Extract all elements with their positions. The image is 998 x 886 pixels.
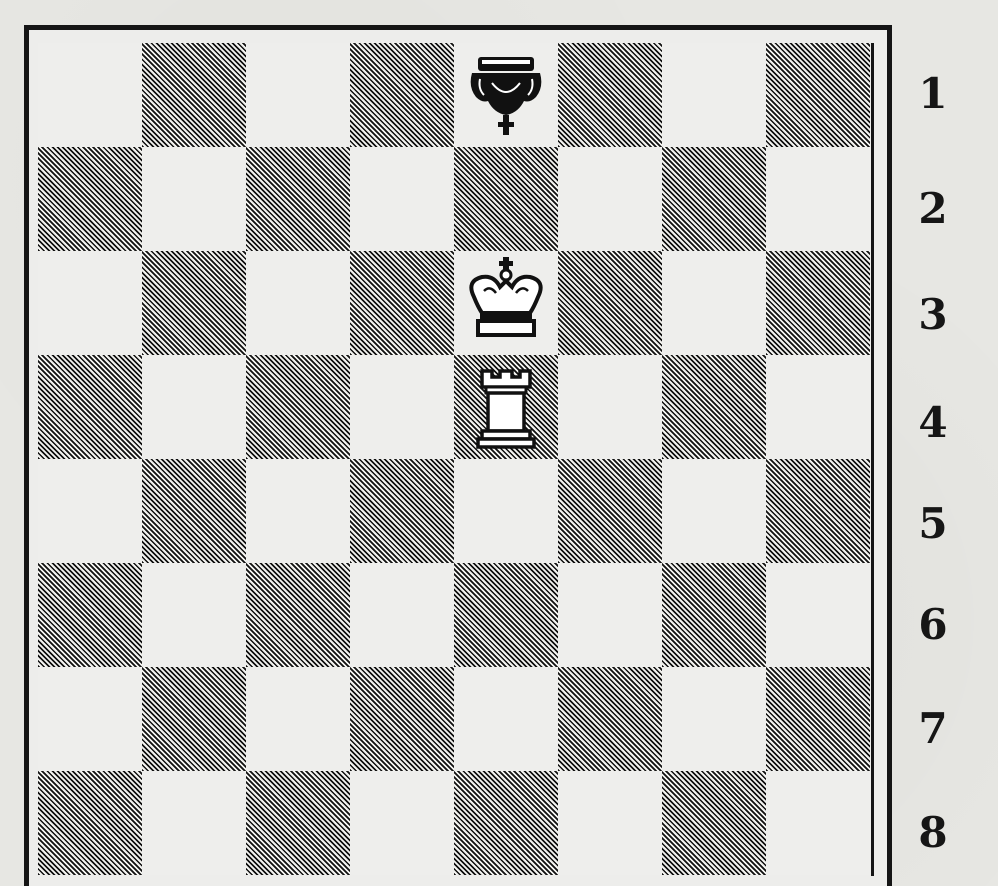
rank-label-6: 6 xyxy=(908,604,958,646)
board-square-r3-f4[interactable] xyxy=(350,251,454,355)
board-square-r2-f1[interactable] xyxy=(38,147,142,251)
board-square-r6-f3[interactable] xyxy=(246,563,350,667)
board-square-r7-f2[interactable] xyxy=(142,667,246,771)
board-square-r1-f1[interactable] xyxy=(38,43,142,147)
board-square-r2-f4[interactable] xyxy=(350,147,454,251)
board-square-r8-f7[interactable] xyxy=(662,771,766,875)
board-square-r5-f3[interactable] xyxy=(246,459,350,563)
board-square-r6-f2[interactable] xyxy=(142,563,246,667)
board-square-r3-f3[interactable] xyxy=(246,251,350,355)
board-square-r5-f5[interactable] xyxy=(454,459,558,563)
board-square-r8-f8[interactable] xyxy=(766,771,870,875)
white-king-icon[interactable] xyxy=(454,251,558,355)
rank-label-5: 5 xyxy=(908,503,958,545)
chess-board xyxy=(38,43,874,876)
rank-label-2: 2 xyxy=(908,188,958,230)
board-square-r8-f1[interactable] xyxy=(38,771,142,875)
board-square-r2-f6[interactable] xyxy=(558,147,662,251)
board-square-r8-f4[interactable] xyxy=(350,771,454,875)
board-square-r2-f5[interactable] xyxy=(454,147,558,251)
board-square-r3-f5[interactable] xyxy=(454,251,558,355)
board-square-r1-f4[interactable] xyxy=(350,43,454,147)
board-square-r7-f7[interactable] xyxy=(662,667,766,771)
board-square-r4-f1[interactable] xyxy=(38,355,142,459)
board-square-r7-f3[interactable] xyxy=(246,667,350,771)
rank-label-4: 4 xyxy=(908,402,958,444)
board-square-r6-f7[interactable] xyxy=(662,563,766,667)
board-square-r1-f6[interactable] xyxy=(558,43,662,147)
board-square-r1-f7[interactable] xyxy=(662,43,766,147)
rank-label-1: 1 xyxy=(908,73,958,115)
board-square-r1-f3[interactable] xyxy=(246,43,350,147)
board-square-r1-f8[interactable] xyxy=(766,43,870,147)
board-square-r2-f3[interactable] xyxy=(246,147,350,251)
board-square-r6-f5[interactable] xyxy=(454,563,558,667)
board-square-r4-f3[interactable] xyxy=(246,355,350,459)
board-square-r6-f1[interactable] xyxy=(38,563,142,667)
board-square-r3-f8[interactable] xyxy=(766,251,870,355)
white-rook-icon[interactable] xyxy=(454,355,558,459)
board-square-r7-f6[interactable] xyxy=(558,667,662,771)
board-square-r4-f8[interactable] xyxy=(766,355,870,459)
board-square-r5-f8[interactable] xyxy=(766,459,870,563)
board-square-r6-f6[interactable] xyxy=(558,563,662,667)
board-square-r5-f1[interactable] xyxy=(38,459,142,563)
board-square-r7-f4[interactable] xyxy=(350,667,454,771)
board-square-r4-f2[interactable] xyxy=(142,355,246,459)
board-square-r3-f2[interactable] xyxy=(142,251,246,355)
board-square-r6-f8[interactable] xyxy=(766,563,870,667)
board-square-r3-f7[interactable] xyxy=(662,251,766,355)
board-square-r3-f1[interactable] xyxy=(38,251,142,355)
board-square-r5-f2[interactable] xyxy=(142,459,246,563)
board-square-r8-f3[interactable] xyxy=(246,771,350,875)
board-square-r2-f2[interactable] xyxy=(142,147,246,251)
rank-label-7: 7 xyxy=(908,708,958,750)
board-square-r3-f6[interactable] xyxy=(558,251,662,355)
rank-label-8: 8 xyxy=(908,812,958,854)
board-square-r7-f1[interactable] xyxy=(38,667,142,771)
board-square-r2-f7[interactable] xyxy=(662,147,766,251)
board-square-r4-f4[interactable] xyxy=(350,355,454,459)
board-square-r5-f4[interactable] xyxy=(350,459,454,563)
black-king-icon[interactable] xyxy=(454,43,558,147)
board-square-r4-f5[interactable] xyxy=(454,355,558,459)
board-square-r1-f2[interactable] xyxy=(142,43,246,147)
rank-label-3: 3 xyxy=(908,294,958,336)
board-square-r8-f2[interactable] xyxy=(142,771,246,875)
board-square-r7-f8[interactable] xyxy=(766,667,870,771)
board-square-r7-f5[interactable] xyxy=(454,667,558,771)
board-square-r2-f8[interactable] xyxy=(766,147,870,251)
board-square-r4-f6[interactable] xyxy=(558,355,662,459)
board-square-r8-f5[interactable] xyxy=(454,771,558,875)
board-square-r5-f7[interactable] xyxy=(662,459,766,563)
board-square-r4-f7[interactable] xyxy=(662,355,766,459)
board-square-r6-f4[interactable] xyxy=(350,563,454,667)
board-square-r8-f6[interactable] xyxy=(558,771,662,875)
board-square-r5-f6[interactable] xyxy=(558,459,662,563)
board-square-r1-f5[interactable] xyxy=(454,43,558,147)
